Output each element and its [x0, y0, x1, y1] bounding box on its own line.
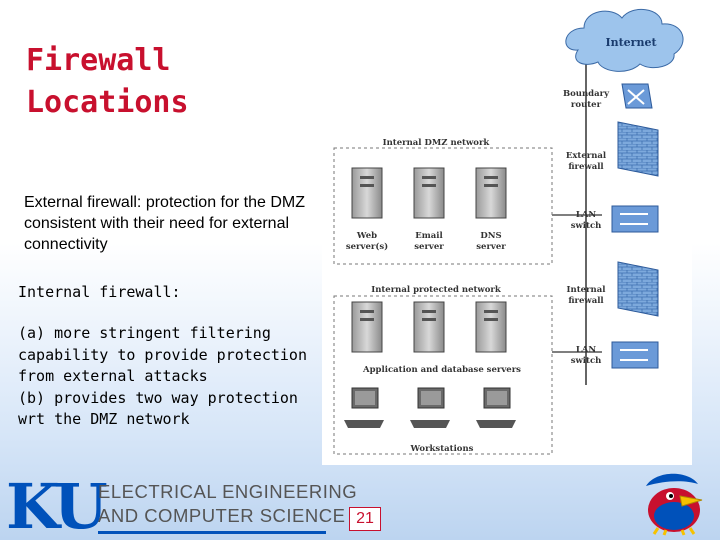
department-line-2: AND COMPUTER SCIENCE — [98, 505, 346, 526]
web-server-label-2: server(s) — [346, 241, 388, 252]
lan-switch-icon — [611, 205, 659, 233]
protected-network-label: Internal protected network — [371, 285, 502, 295]
slide-title: Firewall Locations — [26, 43, 189, 120]
ku-logo: KU — [6, 470, 108, 543]
app-server-icon — [351, 301, 383, 353]
dns-server-icon — [475, 167, 507, 219]
external-firewall-description: External firewall: protection for the DM… — [24, 194, 305, 253]
page-number: 21 — [349, 507, 381, 531]
boundary-router-label-2: router — [571, 100, 602, 110]
network-diagram-svg: Internet Boundary router External firewa… — [333, 9, 684, 455]
email-server-icon — [413, 167, 445, 219]
app-server-icon — [413, 301, 445, 353]
dmz-network-label: Internal DMZ network — [383, 138, 491, 148]
internal-firewall-points: (a) more stringent filtering capability … — [18, 323, 328, 431]
lan-switch-2-label-1: LAN — [576, 345, 597, 355]
boundary-router-label-1: Boundary — [563, 89, 610, 99]
internet-label: Internet — [605, 36, 657, 49]
dmz-network-box — [333, 147, 553, 265]
internal-point-a: (a) more stringent filtering capability … — [18, 324, 307, 385]
department-name: ELECTRICAL ENGINEERING AND COMPUTER SCIE… — [98, 480, 357, 528]
lan-switch-2-label-2: switch — [571, 356, 602, 366]
internal-firewall-heading: Internal firewall: — [18, 283, 181, 301]
dns-server-label-2: server — [476, 242, 506, 252]
lan-switch-1-label-1: LAN — [576, 210, 597, 220]
app-servers-label: Application and database servers — [362, 365, 521, 375]
internet-cloud-icon — [565, 9, 684, 72]
boundary-router-icon — [621, 83, 653, 109]
jayhawk-mascot-icon — [646, 473, 703, 536]
footer-divider — [98, 531, 326, 534]
lan-switch-1-label-2: switch — [571, 221, 602, 231]
workstations-label: Workstations — [410, 444, 474, 454]
database-server-icon — [475, 301, 507, 353]
workstation-icon — [344, 387, 384, 428]
internal-firewall-label-1: Internal — [567, 285, 607, 295]
workstation-icon — [410, 387, 450, 428]
internal-point-b: (b) provides two way protection wrt the … — [18, 388, 298, 429]
protected-network-box — [333, 295, 553, 455]
email-server-label-2: server — [414, 242, 444, 252]
internal-firewall-icon — [617, 261, 659, 317]
workstation-icon — [476, 387, 516, 428]
internal-firewall-label-2: firewall — [568, 296, 604, 306]
email-server-label-1: Email — [415, 231, 443, 241]
department-line-1: ELECTRICAL ENGINEERING — [98, 481, 358, 502]
network-diagram: Internet Boundary router External firewa… — [322, 0, 692, 465]
external-firewall-label-1: External — [566, 151, 607, 161]
lan-switch-icon — [611, 341, 659, 369]
web-server-label-1: Web — [356, 231, 377, 241]
external-firewall-label-2: firewall — [568, 162, 604, 172]
external-firewall-icon — [617, 121, 659, 177]
web-server-icon — [351, 167, 383, 219]
dns-server-label-1: DNS — [480, 231, 501, 241]
